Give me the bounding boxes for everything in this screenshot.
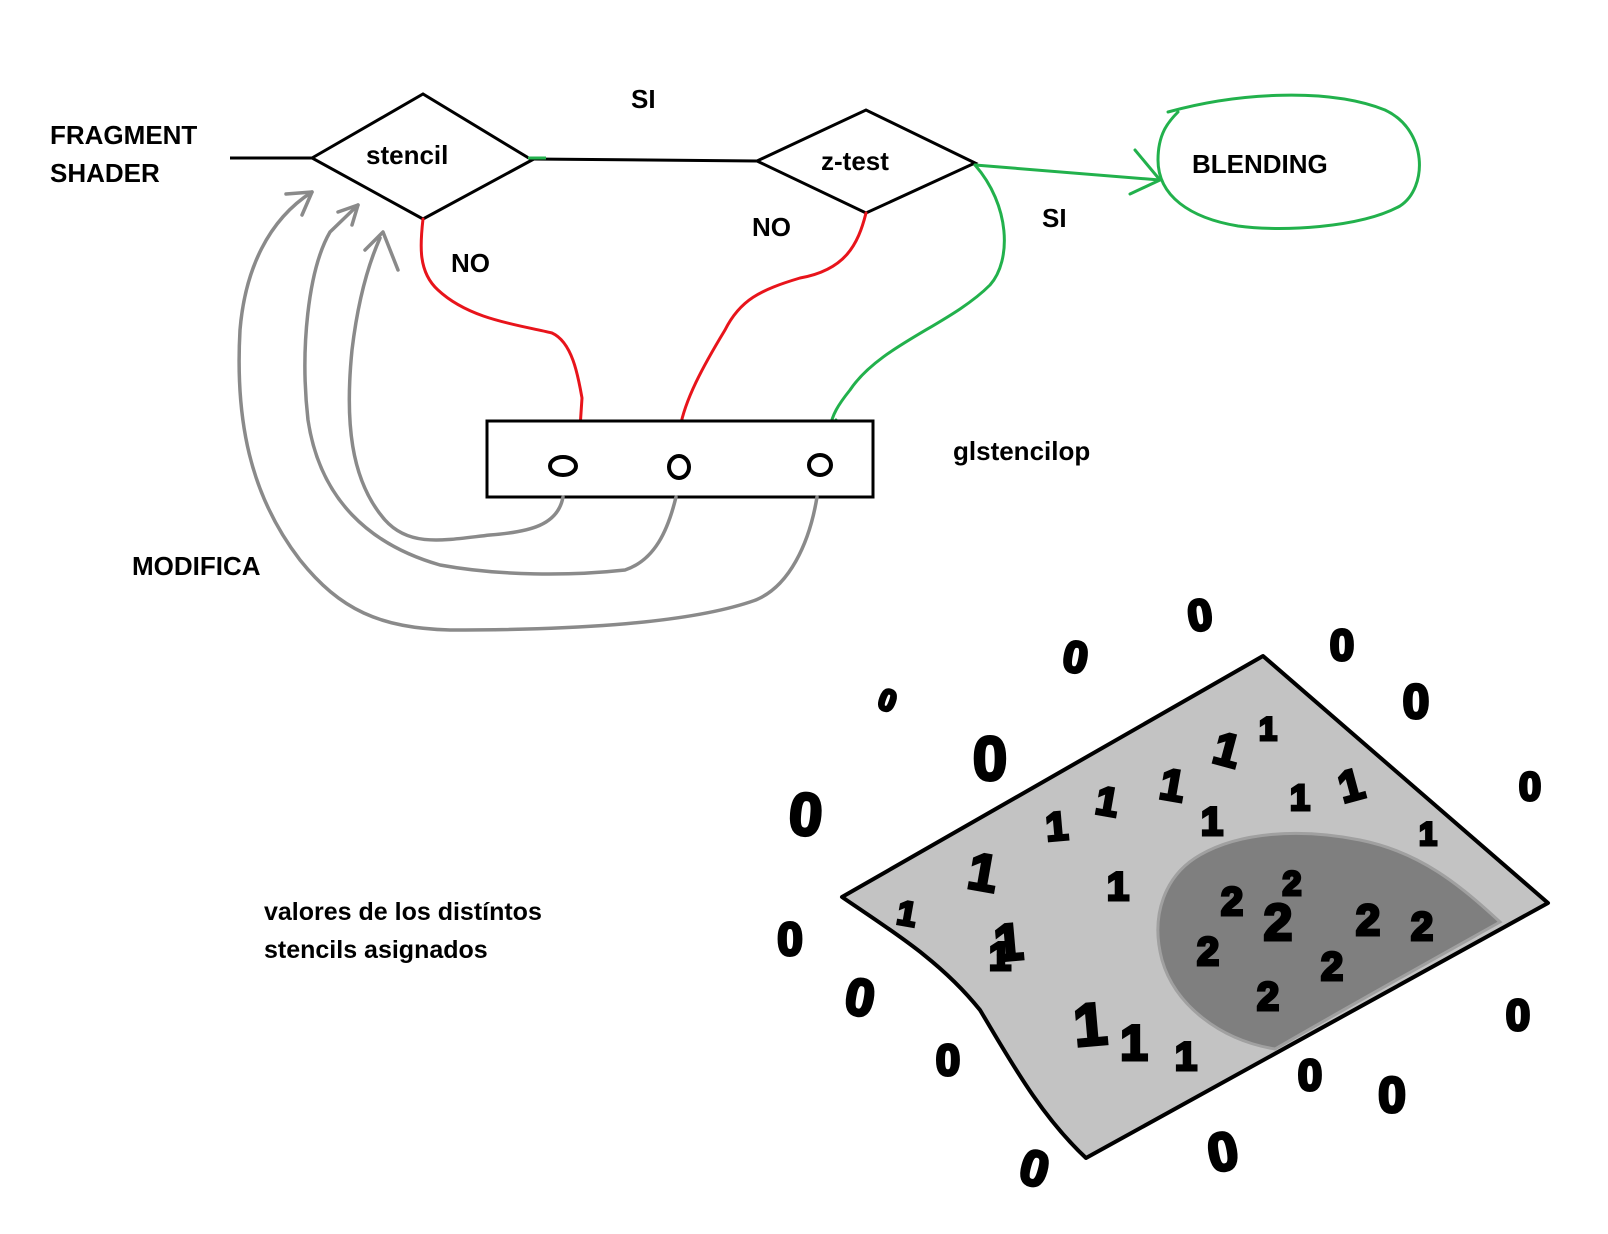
stencil-value-1-8: 1 — [1259, 711, 1277, 747]
stencil-value-2-5: 2 — [1411, 905, 1433, 949]
stencil-value-0-2: 0 — [1059, 631, 1092, 684]
stencil-value-0-14: 0 — [1378, 1067, 1406, 1123]
fragment-shader-label-line2: SHADER — [50, 158, 160, 188]
stencil-value-0-16: 0 — [1014, 1138, 1055, 1199]
stencil-value-0-3: 0 — [1330, 621, 1354, 670]
stencil-value-2-2: 2 — [1221, 880, 1243, 924]
stencil-value-0-8: 0 — [786, 780, 825, 850]
blending-ellipse — [1156, 93, 1421, 230]
no-label-stencil-fail: NO — [451, 248, 490, 278]
stencil-value-0-6: 0 — [973, 725, 1007, 794]
glstencilop-slot-sfail — [548, 455, 578, 477]
si-label-stencil-pass: SI — [631, 84, 656, 114]
stencil-value-0-13: 0 — [1298, 1051, 1322, 1100]
stencil-value-0-9: 0 — [777, 913, 803, 965]
ztest-fail-path — [678, 211, 868, 430]
ztest-to-blending-arrow — [973, 163, 1162, 182]
stencil-value-2-8: 2 — [1257, 975, 1279, 1019]
stencil-value-1-16: 1 — [1120, 1015, 1148, 1071]
fragment-shader-label-line1: FRAGMENT — [50, 120, 197, 150]
stencil-value-0-7: 0 — [1519, 765, 1541, 809]
glstencilop-box — [485, 419, 875, 499]
stencil-value-0-11: 0 — [1506, 991, 1530, 1040]
modifica-arrow-3 — [237, 190, 819, 632]
ztest-pass-path — [828, 163, 1006, 430]
stencil-value-0-15: 0 — [1203, 1120, 1243, 1184]
si-label-ztest-pass: SI — [1042, 203, 1067, 233]
stencil-value-2-6: 2 — [1197, 930, 1219, 974]
stencil-value-0-1: 0 — [1184, 590, 1215, 642]
glstencilop-label: glstencilop — [953, 436, 1090, 466]
modifica-arrow-1 — [347, 236, 565, 542]
stencil-value-1-4: 1 — [1044, 804, 1070, 850]
stencil-value-1-15: 1 — [1071, 990, 1110, 1060]
stencil-value-1-12: 1 — [1419, 816, 1437, 852]
stencil-values-caption-line2: stencils asignados — [264, 936, 488, 964]
blending-label: BLENDING — [1192, 149, 1328, 179]
modifica-arrow-2 — [303, 203, 678, 576]
stencil-value-1-17: 1 — [1175, 1035, 1197, 1079]
stencil-value-0-4: 0 — [1403, 676, 1430, 729]
ztest-diamond — [753, 108, 979, 215]
ztest-label: z-test — [821, 146, 889, 176]
stencil-region — [1156, 831, 1503, 1051]
stencil-value-1-13: 1 — [1107, 865, 1129, 909]
stencil-values-caption-line1: valores de los distíntos — [264, 898, 542, 926]
no-label-ztest-fail: NO — [752, 212, 791, 242]
stencil-value-2-7: 2 — [1321, 945, 1343, 989]
stencil-values-caption: valores de los distíntos stencils asigna… — [264, 893, 542, 969]
stencil-value-1-9: 1 — [1201, 800, 1223, 844]
stencil-label: stencil — [366, 140, 448, 170]
glstencilop-slot-dppass — [807, 453, 833, 477]
modifica-label: MODIFICA — [132, 551, 261, 581]
stencil-value-1-3: 1 — [992, 913, 1026, 973]
glstencilop-slot-dpfail — [667, 454, 691, 480]
stencil-value-0-12: 0 — [936, 1036, 960, 1085]
stencil-to-ztest-line — [531, 157, 758, 163]
stencil-value-0-5: 0 — [874, 683, 901, 720]
stencil-value-2-4: 2 — [1356, 896, 1380, 945]
stencil-value-1-14: 1 — [989, 935, 1011, 979]
stencil-value-0-10: 0 — [841, 967, 880, 1029]
stencil-fail-path — [419, 217, 584, 430]
stencil-value-1-10: 1 — [1290, 777, 1310, 818]
stencil-value-2-3: 2 — [1264, 894, 1293, 952]
stencil-value-2-1: 2 — [1283, 865, 1302, 903]
